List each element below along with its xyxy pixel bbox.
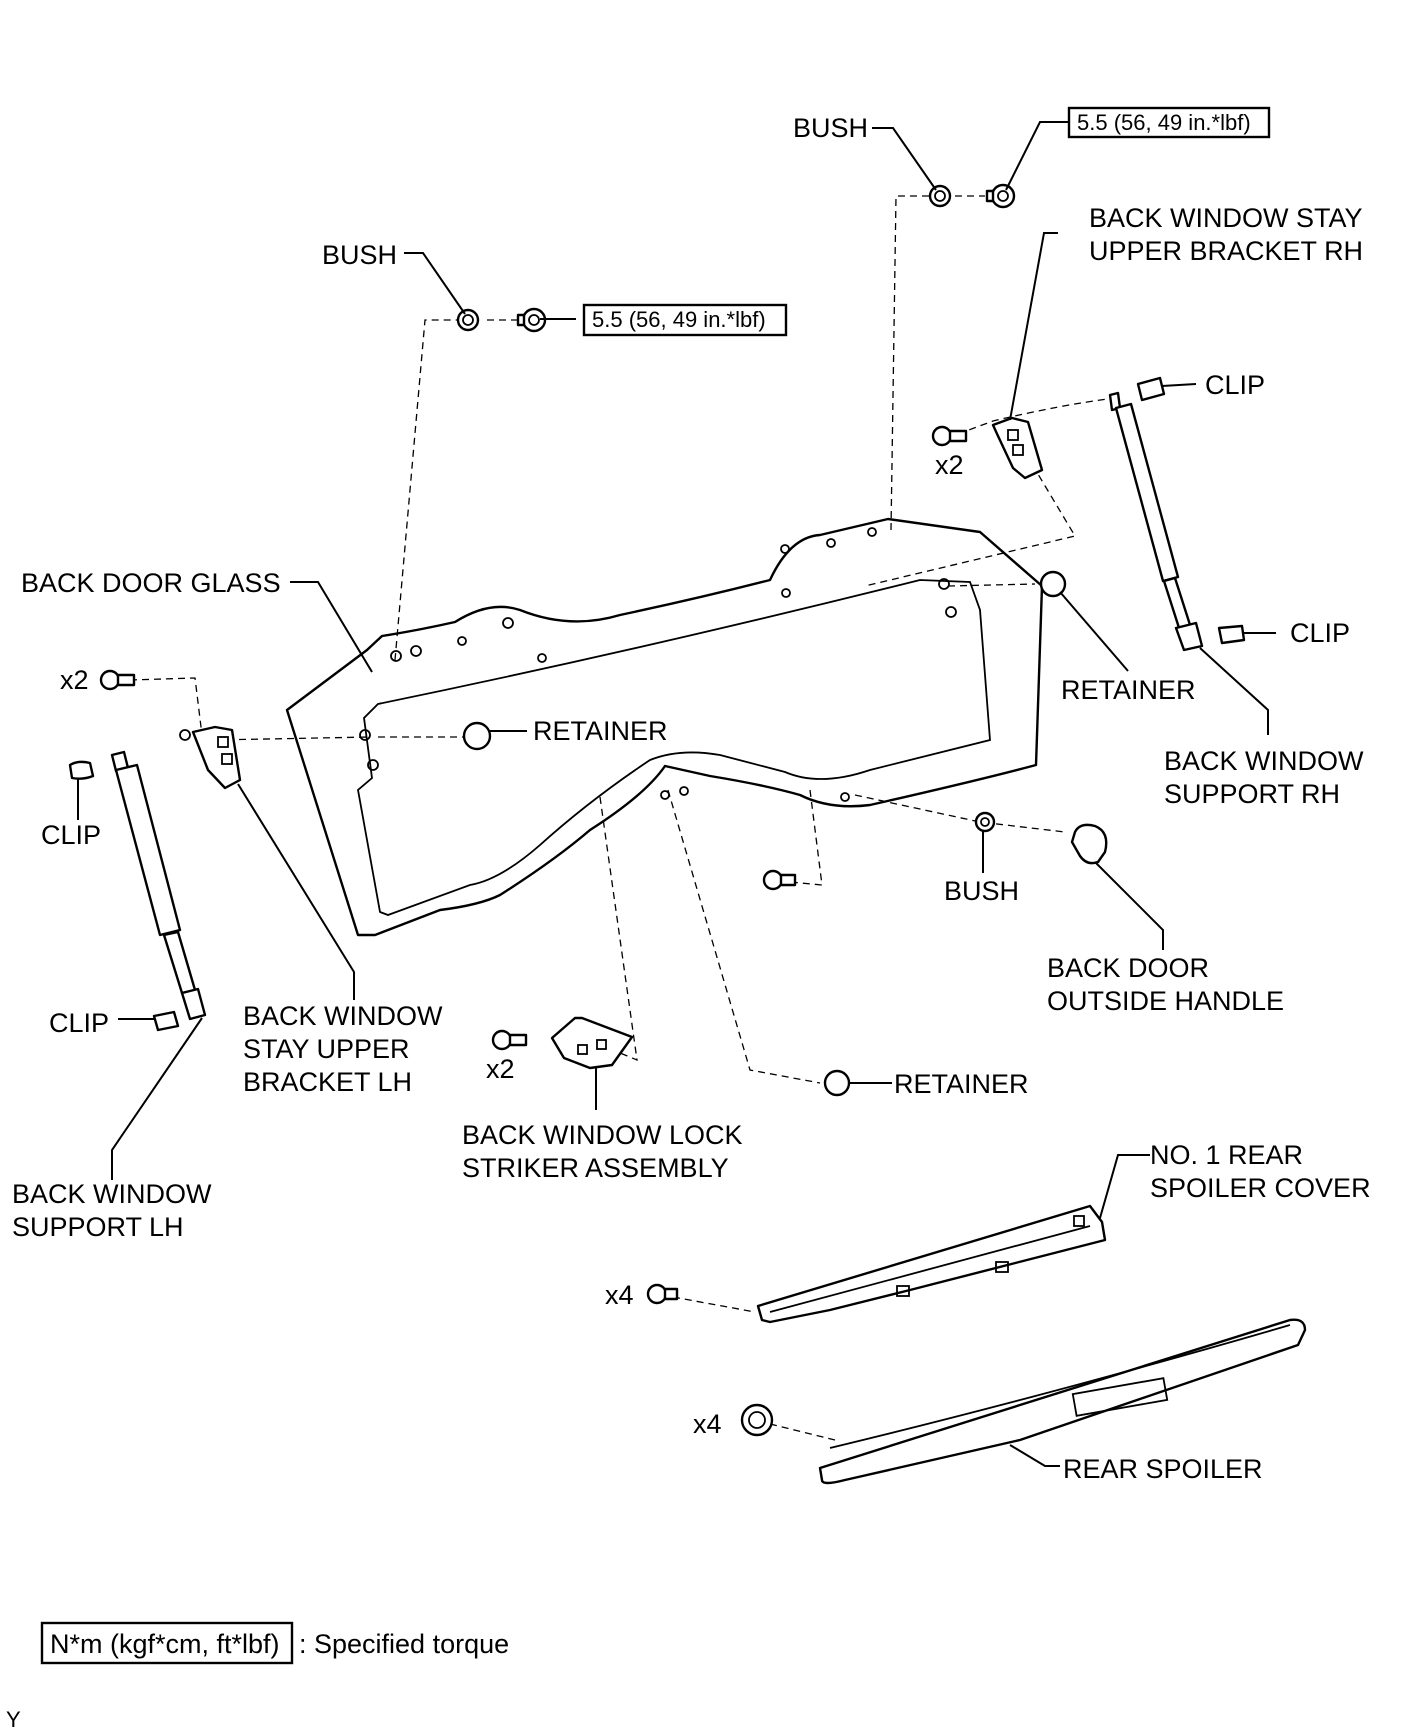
label-stay-bracket-rh-1: BACK WINDOW STAY: [1089, 203, 1363, 233]
label-retainer-bottom: RETAINER: [894, 1069, 1029, 1099]
no1-rear-spoiler-cover: [756, 1204, 1107, 1324]
torque-top-label: 5.5 (56, 49 in.*lbf): [1077, 110, 1251, 135]
clip-lh-top: [68, 760, 95, 780]
leader-lines: [77, 121, 1276, 1467]
lh-bracket-bolt: [99, 669, 136, 691]
label-outside-handle-1: BACK DOOR: [1047, 953, 1209, 983]
glass-clip-holes: [359, 527, 957, 802]
label-spoiler-cover-1: NO. 1 REAR: [1150, 1140, 1303, 1170]
torque-box-mid: [582, 303, 788, 337]
label-support-lh-1: BACK WINDOW: [12, 1179, 212, 1209]
stay-upper-bracket-rh: [991, 416, 1044, 480]
label-outside-handle-2: OUTSIDE HANDLE: [1047, 986, 1284, 1016]
label-support-rh-2: SUPPORT RH: [1164, 779, 1340, 809]
clip-rh-top: [1136, 376, 1166, 402]
spoiler-nut: [740, 1403, 774, 1437]
label-striker-1: BACK WINDOW LOCK: [462, 1120, 743, 1150]
label-x4-spoiler: x4: [693, 1409, 722, 1439]
striker-bolt: [491, 1029, 528, 1051]
label-bush-top: BUSH: [793, 113, 868, 143]
label-clip-rh-bottom: CLIP: [1290, 618, 1350, 648]
label-x2-rh: x2: [935, 450, 964, 480]
clip-rh-bottom: [1217, 624, 1246, 645]
lower-center-bolt: [762, 869, 797, 891]
label-spoiler-cover-2: SPOILER COVER: [1150, 1173, 1371, 1203]
label-x2-striker: x2: [486, 1054, 515, 1084]
lower-bush: [974, 811, 996, 833]
legend-box: [40, 1621, 294, 1665]
rear-spoiler: [818, 1318, 1307, 1485]
corner-mark: Y: [6, 1707, 21, 1732]
label-bush-bottom: BUSH: [944, 876, 1019, 906]
upper-left-bush: [456, 308, 480, 332]
label-rear-spoiler: REAR SPOILER: [1063, 1454, 1263, 1484]
label-stay-bracket-lh-2: STAY UPPER: [243, 1034, 410, 1064]
label-retainer-center: RETAINER: [533, 716, 668, 746]
label-striker-2: STRIKER ASSEMBLY: [462, 1153, 729, 1183]
label-retainer-right: RETAINER: [1061, 675, 1196, 705]
label-back-door-glass: BACK DOOR GLASS: [21, 568, 281, 598]
lock-striker-assembly: [550, 1016, 634, 1070]
upper-right-bush: [928, 184, 952, 208]
torque-mid-label: 5.5 (56, 49 in.*lbf): [592, 307, 766, 332]
retainer-bottom-icon: [823, 1069, 851, 1097]
retainer-right-icon: [1039, 570, 1067, 598]
label-clip-lh-top: CLIP: [41, 820, 101, 850]
label-stay-bracket-rh-2: UPPER BRACKET RH: [1089, 236, 1363, 266]
label-clip-lh-bottom: CLIP: [49, 1008, 109, 1038]
label-bush-mid: BUSH: [322, 240, 397, 270]
label-stay-bracket-lh-3: BRACKET LH: [243, 1067, 412, 1097]
label-stay-bracket-lh-1: BACK WINDOW: [243, 1001, 443, 1031]
torque-legend: N*m (kgf*cm, ft*lbf) : Specified torque: [40, 1621, 509, 1665]
clip-lh-bottom: [152, 1010, 180, 1032]
rh-bracket-bolt: [931, 425, 968, 447]
retainer-center-icon: [462, 721, 492, 751]
label-support-rh-1: BACK WINDOW: [1164, 746, 1364, 776]
upper-right-nut: [985, 183, 1016, 209]
stay-upper-bracket-lh: [179, 725, 242, 790]
spoiler-cover-screw: [646, 1283, 679, 1305]
support-lh-strut: [110, 750, 207, 1021]
outside-handle: [1070, 823, 1108, 865]
legend-text: : Specified torque: [299, 1629, 509, 1659]
torque-box-top: [1067, 106, 1271, 139]
legend-unit: N*m (kgf*cm, ft*lbf): [50, 1629, 280, 1659]
support-rh-strut: [1108, 391, 1204, 652]
back-door-glass: [285, 517, 1044, 937]
label-x2-lh: x2: [60, 665, 89, 695]
label-x4-cover: x4: [605, 1280, 634, 1310]
label-clip-rh-top: CLIP: [1205, 370, 1265, 400]
label-support-lh-2: SUPPORT LH: [12, 1212, 184, 1242]
